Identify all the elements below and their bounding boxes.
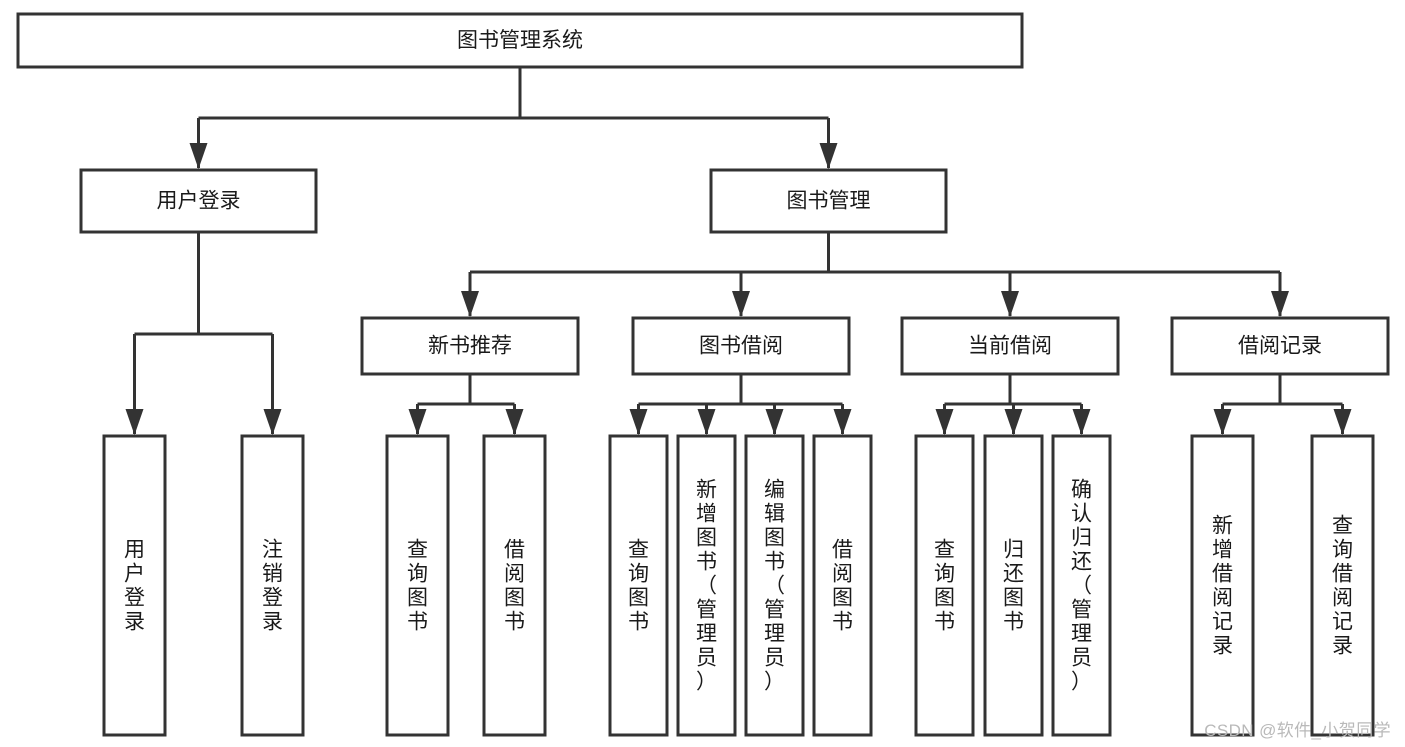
leaf-label: 确认归还（管理员） xyxy=(1071,479,1092,694)
leaf-box xyxy=(1051,434,1112,737)
leaf-node[interactable]: 新增借阅记录 xyxy=(1190,434,1255,737)
leaf-label: 查询图书 xyxy=(407,539,428,634)
leaf-node[interactable]: 确认归还（管理员） xyxy=(1051,434,1112,737)
level2-box xyxy=(631,316,851,376)
arrowhead-icon xyxy=(189,143,208,169)
leaf-box xyxy=(744,434,805,737)
leaf-label: 新增图书（管理员） xyxy=(696,479,717,694)
arrowhead-icon xyxy=(1001,291,1019,317)
arrowhead-icon xyxy=(125,409,144,435)
leaf-node[interactable]: 借阅图书 xyxy=(812,434,873,737)
leaf-node[interactable]: 借阅图书 xyxy=(482,434,547,737)
leaf-box xyxy=(608,434,669,737)
root-box xyxy=(16,12,1024,69)
level2-node[interactable]: 图书借阅 xyxy=(631,316,851,376)
leaf-label: 查询图书 xyxy=(628,539,649,634)
leaf-box xyxy=(812,434,873,737)
leaf-label: 查询图书 xyxy=(934,539,955,634)
arrowhead-icon xyxy=(461,291,479,317)
level2-label: 图书借阅 xyxy=(699,335,783,358)
leaf-box xyxy=(1310,434,1375,737)
leaf-box xyxy=(983,434,1044,737)
leaf-node[interactable]: 查询图书 xyxy=(385,434,450,737)
leaf-node[interactable]: 用户登录 xyxy=(102,434,167,737)
root-label: 图书管理系统 xyxy=(457,29,583,52)
level1-label: 图书管理 xyxy=(787,190,871,213)
leaf-label: 借阅图书 xyxy=(504,539,525,634)
leaf-box xyxy=(914,434,975,737)
level2-box xyxy=(1170,316,1390,376)
level1-box xyxy=(709,168,948,234)
leaf-box xyxy=(240,434,305,737)
leaf-box xyxy=(482,434,547,737)
arrowhead-icon xyxy=(1271,291,1289,317)
arrowhead-icon xyxy=(1004,409,1023,435)
level1-box xyxy=(79,168,318,234)
node-layer: 图书管理系统用户登录图书管理新书推荐图书借阅当前借阅借阅记录用户登录注销登录查询… xyxy=(16,12,1390,737)
level2-box xyxy=(360,316,580,376)
level1-node[interactable]: 图书管理 xyxy=(709,168,948,234)
leaf-node[interactable]: 查询图书 xyxy=(608,434,669,737)
level2-label: 新书推荐 xyxy=(428,335,512,358)
level2-node[interactable]: 借阅记录 xyxy=(1170,316,1390,376)
leaf-node[interactable]: 新增图书（管理员） xyxy=(676,434,737,737)
level2-node[interactable]: 新书推荐 xyxy=(360,316,580,376)
arrowhead-icon xyxy=(765,409,784,435)
leaf-label: 借阅图书 xyxy=(832,539,853,634)
arrowhead-icon xyxy=(408,409,427,435)
arrowhead-icon xyxy=(732,291,750,317)
level1-node[interactable]: 用户登录 xyxy=(79,168,318,234)
leaf-node[interactable]: 查询图书 xyxy=(914,434,975,737)
leaf-box xyxy=(385,434,450,737)
arrowhead-icon xyxy=(1213,409,1232,435)
level2-box xyxy=(900,316,1120,376)
csdn-watermark: CSDN @软件_小贺同学 xyxy=(1204,721,1391,740)
arrowhead-icon xyxy=(697,409,716,435)
level2-label: 当前借阅 xyxy=(968,335,1052,358)
leaf-label: 编辑图书（管理员） xyxy=(764,479,785,694)
arrowhead-icon xyxy=(833,409,852,435)
arrowhead-icon xyxy=(819,143,838,169)
leaf-label: 用户登录 xyxy=(124,539,145,634)
level1-label: 用户登录 xyxy=(157,190,241,213)
leaf-box xyxy=(102,434,167,737)
leaf-label: 新增借阅记录 xyxy=(1212,515,1233,658)
leaf-box xyxy=(676,434,737,737)
leaf-label: 查询借阅记录 xyxy=(1332,515,1353,658)
leaf-node[interactable]: 归还图书 xyxy=(983,434,1044,737)
leaf-node[interactable]: 编辑图书（管理员） xyxy=(744,434,805,737)
arrowhead-icon xyxy=(505,409,524,435)
arrowhead-icon xyxy=(629,409,648,435)
root-node[interactable]: 图书管理系统 xyxy=(16,12,1024,69)
arrowhead-icon xyxy=(1072,409,1091,435)
level2-node[interactable]: 当前借阅 xyxy=(900,316,1120,376)
leaf-label: 注销登录 xyxy=(262,539,283,634)
leaf-box xyxy=(1190,434,1255,737)
leaf-node[interactable]: 查询借阅记录 xyxy=(1310,434,1375,737)
connector-layer xyxy=(125,67,1352,435)
arrowhead-icon xyxy=(1333,409,1352,435)
leaf-node[interactable]: 注销登录 xyxy=(240,434,305,737)
arrowhead-icon xyxy=(935,409,954,435)
arrowhead-icon xyxy=(263,409,282,435)
level2-label: 借阅记录 xyxy=(1238,335,1322,358)
leaf-label: 归还图书 xyxy=(1003,539,1024,634)
